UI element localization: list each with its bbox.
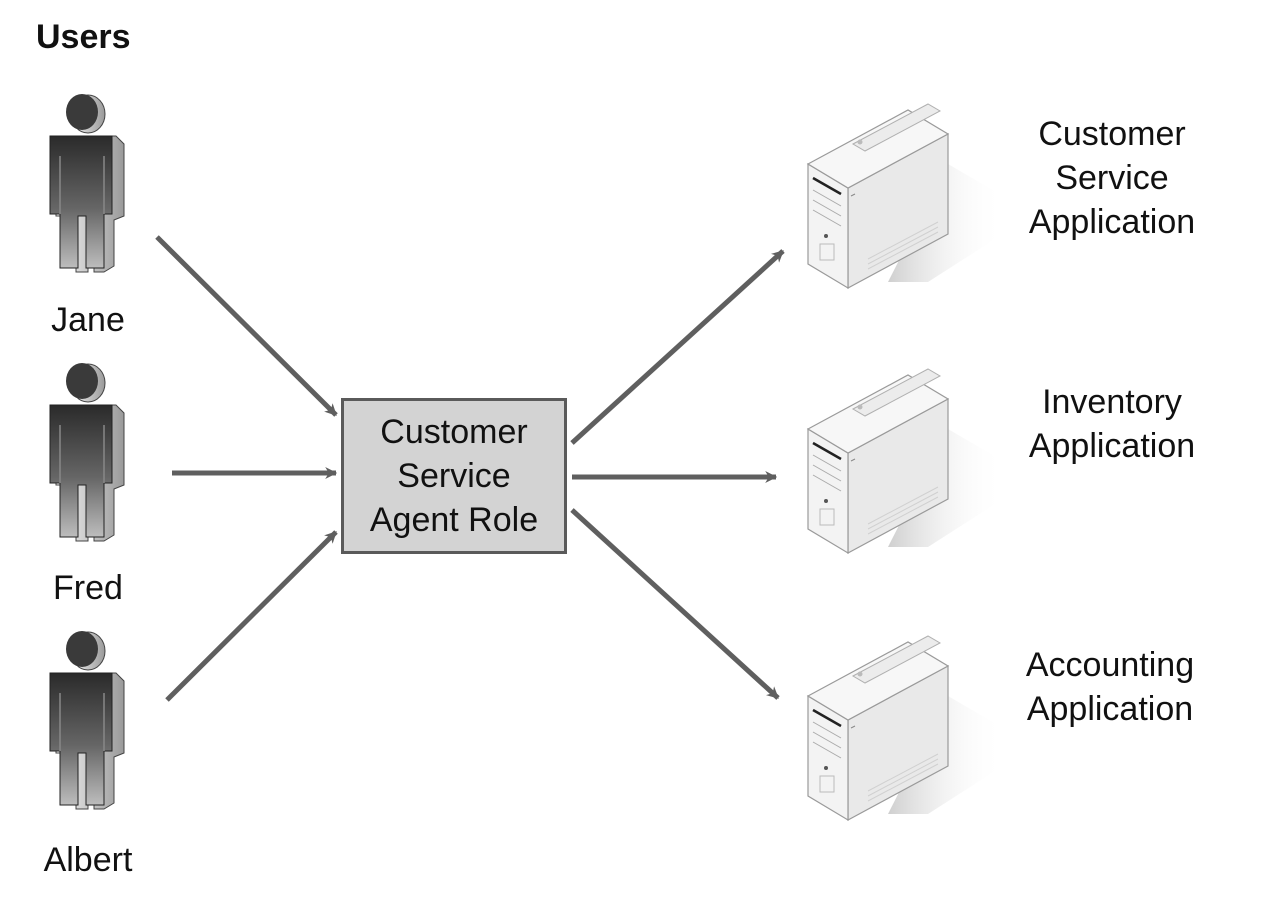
- application-label: Inventory Application: [1028, 383, 1196, 465]
- application-label: Accounting Application: [1025, 646, 1195, 728]
- user-name-label: Fred: [53, 569, 123, 607]
- role-label: Customer Service Agent Role: [369, 413, 539, 539]
- person-icon: [49, 93, 125, 273]
- user-name-label: Jane: [51, 301, 125, 339]
- arrow-role-to-accounting-app: [570, 508, 780, 700]
- server-icon: [806, 634, 1005, 822]
- arrow-jane-to-role: [155, 235, 338, 417]
- server-icon: [806, 367, 1005, 555]
- person-icon: [49, 362, 125, 542]
- person-icon: [49, 630, 125, 810]
- users-heading: Users: [36, 18, 131, 56]
- role-box: Customer Service Agent Role: [341, 398, 567, 554]
- application-label: Customer Service Application: [1028, 115, 1196, 241]
- server-icon: [806, 102, 1005, 290]
- arrow-role-to-customer-service-app: [570, 249, 785, 445]
- user-name-label: Albert: [43, 841, 133, 879]
- arrow-albert-to-role: [165, 530, 338, 702]
